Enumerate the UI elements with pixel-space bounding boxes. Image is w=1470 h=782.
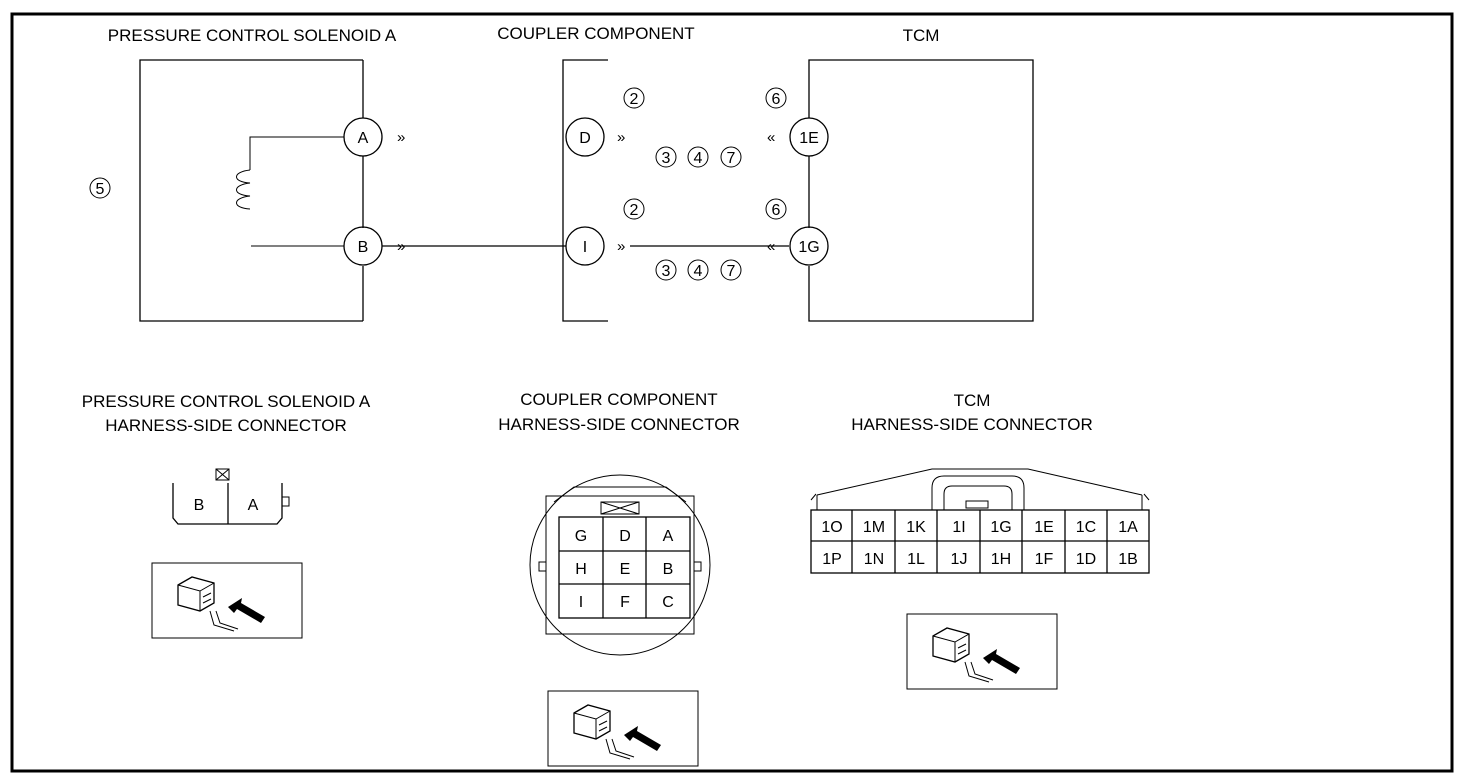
- coupler-connector-face: [529, 474, 711, 656]
- tcm-pin-1g: 1G: [990, 519, 1011, 536]
- tcm-title: TCM: [903, 26, 940, 45]
- coupler-connector-title-line2: HARNESS-SIDE CONNECTOR: [498, 415, 740, 434]
- tcm-pin-1k: 1K: [906, 519, 926, 536]
- tcm-connector-view-icon: [932, 627, 1020, 683]
- arrow-sol-a: »: [397, 129, 405, 146]
- tcm-pin-1e: 1E: [1034, 519, 1054, 536]
- callout-4-upper-label: 4: [694, 150, 703, 167]
- tcm-terminal-1g: [789, 226, 829, 266]
- coupler-pin-a: A: [663, 528, 674, 545]
- callout-5: [89, 177, 111, 199]
- coupler-terminal-i: [565, 226, 605, 266]
- solenoid-connector-pin-b: B: [194, 497, 205, 514]
- coupler-pin-g: G: [575, 528, 587, 545]
- tcm-connector-title-line2: HARNESS-SIDE CONNECTOR: [851, 415, 1093, 434]
- coupler-view-icon-frame: [547, 690, 699, 767]
- callout-2-upper: [623, 87, 645, 109]
- callout-3-upper-label: 3: [662, 150, 671, 167]
- tcm-pin-1a: 1A: [1118, 519, 1138, 536]
- callout-4-lower: [687, 259, 709, 281]
- coupler-terminal-d-label: D: [579, 130, 591, 147]
- solenoid-connector-title-line1: PRESSURE CONTROL SOLENOID A: [82, 392, 371, 411]
- solenoid-terminal-a: [343, 117, 383, 157]
- callout-6-lower-label: 6: [772, 202, 781, 219]
- tcm-pin-1f: 1F: [1035, 551, 1054, 568]
- tcm-connector-face: [810, 468, 1150, 574]
- callout-4-upper: [687, 146, 709, 168]
- tcm-terminal-1e-label: 1E: [799, 130, 819, 147]
- callout-2-upper-label: 2: [630, 91, 639, 108]
- coupler-connector-view-icon: [573, 704, 661, 760]
- arrow-tcm-1g: «: [767, 238, 775, 255]
- callout-7-lower: [720, 259, 742, 281]
- tcm-pin-1d: 1D: [1076, 551, 1096, 568]
- coupler-pin-b: B: [663, 561, 674, 578]
- coupler-pin-e: E: [620, 561, 631, 578]
- arrow-cpl-d: »: [617, 129, 625, 146]
- callout-4-lower-label: 4: [694, 263, 703, 280]
- tcm-pin-1h: 1H: [991, 551, 1011, 568]
- coupler-pin-c: C: [662, 594, 674, 611]
- callout-6-lower: [765, 198, 787, 220]
- arrow-cpl-i: »: [617, 238, 625, 255]
- tcm-terminal-1g-label: 1G: [798, 239, 819, 256]
- solenoid-terminal-a-label: A: [358, 130, 369, 147]
- coupler-pin-f: F: [620, 594, 630, 611]
- tcm-pin-1l: 1L: [907, 551, 925, 568]
- solenoid-connector-title-line2: HARNESS-SIDE CONNECTOR: [105, 416, 347, 435]
- callout-2-lower: [623, 198, 645, 220]
- callout-6-upper-label: 6: [772, 91, 781, 108]
- tcm-pin-1n: 1N: [864, 551, 884, 568]
- coupler-box: [562, 59, 608, 322]
- coupler-title: COUPLER COMPONENT: [497, 24, 694, 43]
- callout-7-upper: [720, 146, 742, 168]
- solenoid-title: PRESSURE CONTROL SOLENOID A: [108, 26, 397, 45]
- solenoid-coil-icon: [236, 136, 344, 247]
- coupler-pin-i: I: [579, 594, 583, 611]
- tcm-connector-title-line1: TCM: [954, 391, 991, 410]
- coupler-terminal-d: [565, 117, 605, 157]
- coupler-connector-title-line1: COUPLER COMPONENT: [520, 390, 717, 409]
- callout-5-label: 5: [96, 181, 105, 198]
- solenoid-connector-face: [172, 468, 290, 525]
- arrow-tcm-1e: «: [767, 129, 775, 146]
- callout-3-lower: [655, 259, 677, 281]
- callout-7-lower-label: 7: [727, 263, 736, 280]
- tcm-pin-1c: 1C: [1076, 519, 1096, 536]
- solenoid-box: [139, 59, 364, 322]
- solenoid-connector-pin-a: A: [248, 497, 259, 514]
- callout-2-lower-label: 2: [630, 202, 639, 219]
- tcm-box: [808, 59, 1034, 322]
- tcm-pin-1i: 1I: [952, 519, 965, 536]
- callout-3-lower-label: 3: [662, 263, 671, 280]
- tcm-pin-1j: 1J: [951, 551, 968, 568]
- tcm-pin-1m: 1M: [863, 519, 885, 536]
- solenoid-connector-view-icon: [177, 576, 265, 632]
- solenoid-view-icon-frame: [151, 562, 303, 639]
- tcm-pin-1b: 1B: [1118, 551, 1138, 568]
- coupler-pin-h: H: [575, 561, 587, 578]
- coupler-pin-d: D: [619, 528, 631, 545]
- tcm-view-icon-frame: [906, 613, 1058, 690]
- callout-3-upper: [655, 146, 677, 168]
- callout-7-upper-label: 7: [727, 150, 736, 167]
- diagram-frame: [10, 12, 1454, 773]
- tcm-pin-1o: 1O: [821, 519, 842, 536]
- solenoid-terminal-b-label: B: [358, 239, 369, 256]
- tcm-pin-1p: 1P: [822, 551, 842, 568]
- coupler-terminal-i-label: I: [583, 239, 587, 256]
- tcm-terminal-1e: [789, 117, 829, 157]
- callout-6-upper: [765, 87, 787, 109]
